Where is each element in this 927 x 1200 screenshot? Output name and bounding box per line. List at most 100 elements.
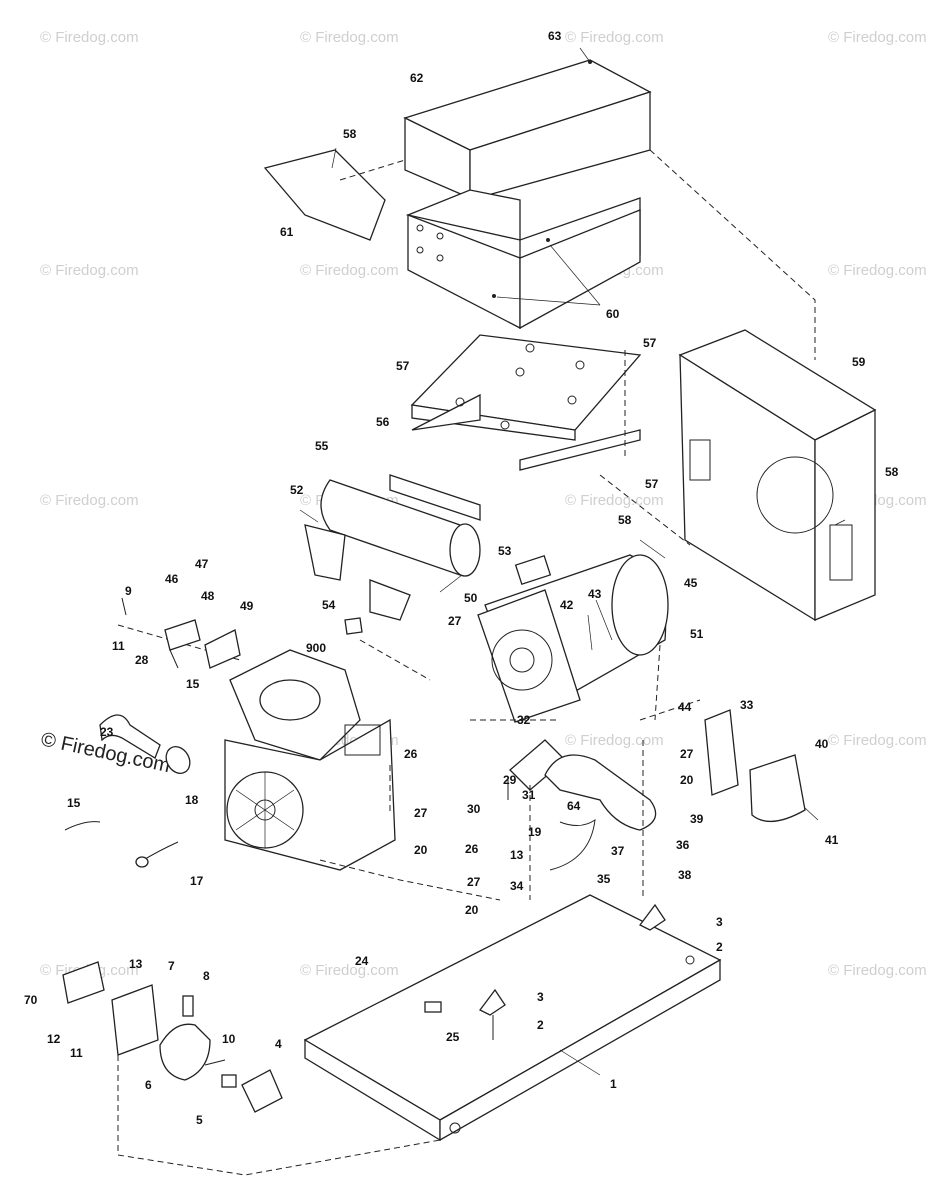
label-53: 53 — [498, 544, 512, 558]
label-47: 47 — [195, 557, 209, 571]
vibration-mount — [544, 754, 657, 831]
leader-line — [559, 1049, 601, 1076]
plate-bracket — [519, 429, 641, 471]
engine-component — [344, 724, 381, 756]
label-52: 52 — [290, 483, 304, 497]
label-27-top: 27 — [448, 614, 462, 628]
regulator-fitting — [182, 995, 194, 1017]
plate-hole — [575, 360, 585, 370]
leader-line — [654, 644, 661, 721]
label-54: 54 — [322, 598, 336, 612]
label-56: 56 — [376, 415, 390, 429]
label-40: 40 — [815, 737, 829, 751]
label-43: 43 — [588, 587, 602, 601]
label-57-top: 57 — [643, 336, 657, 350]
leader-line — [649, 149, 816, 360]
air-intake-screen — [704, 709, 739, 796]
label-58-right: 58 — [885, 465, 899, 479]
label-37: 37 — [611, 844, 625, 858]
watermark: © Firedog.com — [828, 29, 927, 46]
screw — [588, 60, 592, 64]
label-46: 46 — [165, 572, 179, 586]
spark-cap — [135, 856, 149, 868]
fuel-components — [62, 961, 441, 1176]
label-58-top: 58 — [343, 127, 357, 141]
label-70: 70 — [24, 993, 38, 1007]
fuel-label — [62, 961, 105, 1004]
housing-opening — [756, 456, 834, 534]
label-55: 55 — [315, 439, 329, 453]
label-12: 12 — [47, 1032, 61, 1046]
label-35: 35 — [597, 872, 611, 886]
base-hole — [685, 955, 695, 965]
label-45: 45 — [684, 576, 698, 590]
label-8: 8 — [203, 969, 210, 983]
engine — [224, 649, 501, 901]
watermark: © Firedog.com — [565, 29, 664, 46]
label-5: 5 — [196, 1113, 203, 1127]
watermark: © Firedog.com — [300, 962, 399, 979]
leader-line — [319, 859, 501, 901]
screw — [546, 238, 550, 242]
label-57-bottom: 57 — [645, 477, 659, 491]
plate-hole — [500, 420, 510, 430]
ground-wire — [549, 818, 596, 871]
watermark: © Firedog.com — [300, 262, 399, 279]
fuel-fitting — [221, 1074, 237, 1088]
panel-hole — [416, 224, 424, 232]
alternator-end — [611, 554, 669, 656]
label-41: 41 — [825, 833, 839, 847]
watermark: © Firedog.com — [565, 492, 664, 509]
leader-line — [599, 474, 691, 546]
label-34: 34 — [510, 879, 524, 893]
alternator-face — [491, 629, 553, 691]
breather-hose — [99, 714, 161, 759]
label-13-mid: 13 — [510, 848, 524, 862]
plate-hole — [525, 343, 535, 353]
label-4: 4 — [275, 1037, 282, 1051]
label-26-top: 26 — [404, 747, 418, 761]
label-49: 49 — [240, 599, 254, 613]
label-60: 60 — [606, 307, 620, 321]
label-31: 31 — [522, 788, 536, 802]
label-27-right: 27 — [680, 747, 694, 761]
label-62: 62 — [410, 71, 424, 85]
label-28: 28 — [135, 653, 149, 667]
leader-line — [595, 599, 613, 641]
panel-hole — [416, 246, 424, 254]
label-30: 30 — [467, 802, 481, 816]
left-small-parts — [64, 597, 241, 868]
grommet — [165, 746, 191, 774]
label-39: 39 — [690, 812, 704, 826]
label-23: 23 — [100, 725, 114, 739]
label-20-mid: 20 — [414, 843, 428, 857]
housing-right — [814, 408, 876, 621]
leader-line — [117, 1055, 441, 1176]
label-33: 33 — [740, 698, 754, 712]
housing-vent — [829, 524, 853, 581]
label-17: 17 — [190, 874, 204, 888]
bracket — [164, 619, 201, 651]
label-2-bottom: 2 — [537, 1018, 544, 1032]
panel-hole — [436, 232, 444, 240]
leader-line — [299, 509, 319, 523]
label-63: 63 — [548, 29, 562, 43]
label-19: 19 — [528, 825, 542, 839]
gasket — [344, 617, 363, 635]
wire — [169, 649, 179, 669]
alternator — [477, 539, 669, 723]
label-57-left: 57 — [396, 359, 410, 373]
label-50: 50 — [464, 591, 478, 605]
base-frame — [303, 894, 722, 1142]
label-25: 25 — [446, 1030, 460, 1044]
rubber-mount — [639, 903, 666, 931]
leader-line — [496, 296, 601, 306]
label-plate — [514, 555, 552, 585]
air-cleaner — [259, 679, 321, 721]
leader-line — [587, 614, 593, 651]
leader-line — [639, 539, 666, 559]
fan-shroud — [749, 754, 806, 822]
label-27-mid: 27 — [414, 806, 428, 820]
base-side — [439, 958, 721, 1142]
leader-line — [549, 244, 601, 306]
